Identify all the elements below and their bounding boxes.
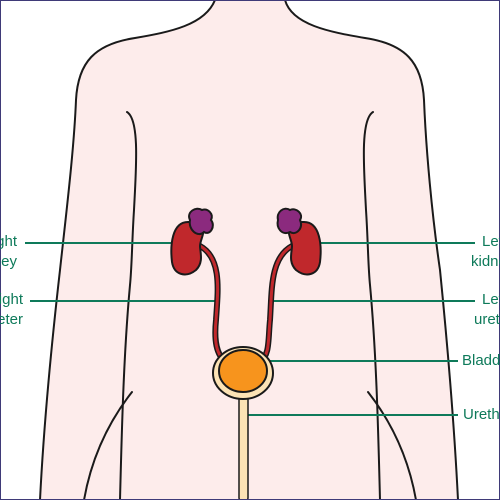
bladder-label: Bladder <box>462 351 500 371</box>
right-arm-crease <box>362 111 381 500</box>
left-ureter-label-second-line: ureter <box>474 310 500 330</box>
right-kidney-label: Right kidney <box>0 232 17 272</box>
bladder <box>218 349 268 393</box>
right-kidney-label-line2: kidney <box>0 253 17 270</box>
urethra-tube <box>238 389 249 500</box>
right-kidney-label-line1: Right <box>0 233 17 250</box>
bladder-label-text: Bladder <box>462 352 500 369</box>
left-kidney-label-line2: kidney <box>471 253 500 270</box>
left-adrenal-gland <box>276 207 302 234</box>
left-ureter-label-line2: ureter <box>474 311 500 328</box>
right-ureter-inner <box>198 244 228 364</box>
right-adrenal-gland <box>188 207 214 236</box>
left-kidney-label: Left <box>482 232 500 252</box>
right-hip-line <box>367 391 417 500</box>
left-ureter-inner <box>258 244 294 364</box>
left-ureter-label-line1: Left <box>482 291 500 308</box>
urethra-label-text: Urethra <box>463 406 500 423</box>
urethra-label: Urethra <box>463 405 500 425</box>
left-ureter-label: Left <box>482 290 500 310</box>
right-ureter-label: Right ureter <box>0 290 23 330</box>
left-kidney-label-second-line: kidney <box>471 252 500 272</box>
right-ureter-label-line1: Right <box>0 291 23 308</box>
left-kidney-label-line1: Left <box>482 233 500 250</box>
left-hip-line <box>83 391 133 500</box>
body-silhouette <box>38 0 460 500</box>
right-ureter-label-line2: ureter <box>0 311 23 328</box>
left-arm-crease <box>119 111 138 500</box>
